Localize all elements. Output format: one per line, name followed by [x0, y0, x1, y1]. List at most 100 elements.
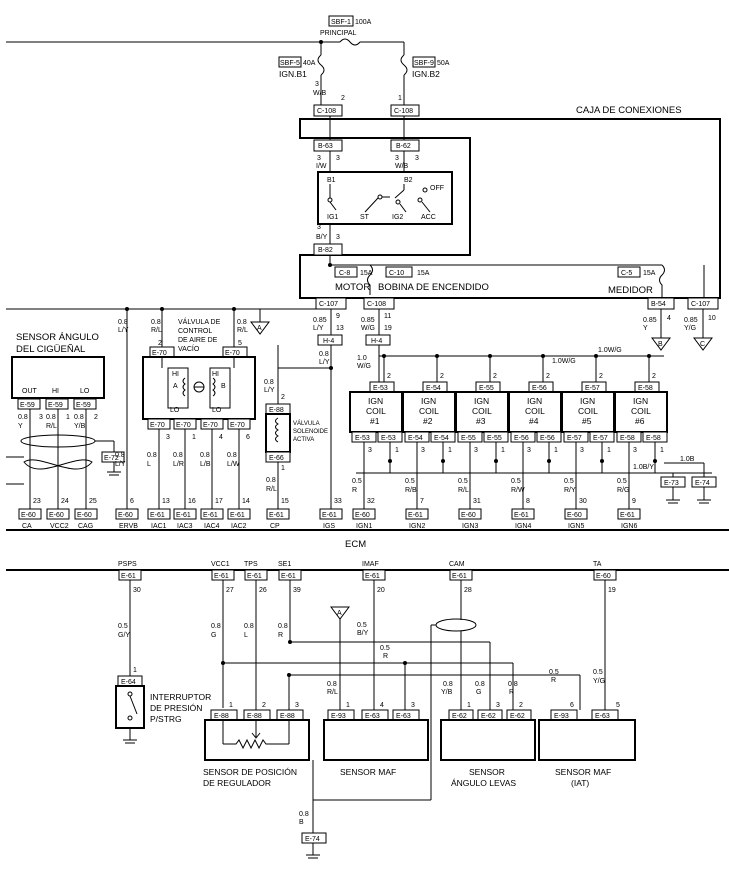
lower-wire-size: 0.8	[244, 623, 254, 630]
ecm-wire-size: 0.5	[352, 478, 362, 485]
wire-by: B/Y	[316, 234, 328, 241]
pf-motor-code: C-8	[339, 270, 350, 277]
fuse-b1-code: SBF-5	[280, 60, 300, 67]
svg-text:3: 3	[368, 447, 372, 454]
b82-label: B-82	[318, 247, 333, 254]
svg-text:3: 3	[421, 447, 425, 454]
svg-text:2: 2	[493, 373, 497, 380]
svg-text:HI: HI	[172, 371, 179, 378]
b63-label: B-63	[318, 143, 333, 150]
ecm-pin-number: 8	[526, 498, 530, 505]
coil-conn-b1: E-56	[514, 435, 529, 442]
ecm-pin-conn: E-61	[176, 512, 191, 519]
coil-conn-top: E-55	[479, 385, 494, 392]
e73-label: E-73	[664, 480, 679, 487]
c107a-label: C-107	[319, 301, 338, 308]
crank-out: OUT	[22, 388, 38, 395]
fuse-ign-b2: SBF-9 50A IGN.B2	[400, 42, 450, 105]
vac-conn-b1: E-70	[150, 422, 165, 429]
lower-wire-color: R	[278, 632, 283, 639]
ecm-wire-size: 0.8	[147, 452, 157, 459]
vac-conn-top-1: E-70	[152, 350, 167, 357]
wire-by2: 1.0B/Y	[633, 464, 654, 471]
ecm-pin-signal: IAC4	[204, 523, 220, 530]
wire-wb2: W/B	[395, 163, 409, 170]
svg-text:2: 2	[440, 373, 444, 380]
sw-off: OFF	[430, 185, 444, 192]
svg-text:0.5: 0.5	[380, 645, 390, 652]
wire-wb1: W/B	[313, 90, 327, 97]
ecm-lower-pin: 20	[377, 587, 385, 594]
lower-wire-size: 0.8	[211, 623, 221, 630]
maf-conn-3: E-63	[396, 713, 411, 720]
maf-conn-2: E-63	[365, 713, 380, 720]
fuse-b1-amp: 40A	[303, 60, 316, 67]
main-fuse-code: SBF-1	[331, 19, 351, 26]
pf-meter-code: C-5	[621, 270, 632, 277]
vac-conn-top-2: E-70	[225, 350, 240, 357]
ecm-pin-conn: E-61	[408, 512, 423, 519]
svg-text:2: 2	[94, 414, 98, 421]
crank-lo: LO	[80, 388, 90, 395]
ecm-pin-number: 16	[188, 498, 196, 505]
svg-text:1: 1	[66, 414, 70, 421]
coil-conn-b2: E-57	[593, 435, 608, 442]
svg-text:0.8: 0.8	[443, 681, 453, 688]
svg-text:LO: LO	[170, 407, 180, 414]
coil-conn-b2: E-58	[646, 435, 661, 442]
cam-t1: SENSOR	[469, 767, 505, 777]
coil-conn-b1: E-53	[355, 435, 370, 442]
pf-motor-amp: 15A	[360, 270, 373, 277]
lower-wire-color: G	[211, 632, 216, 639]
panel-fuse-row: C-8 15A MOTOR C-10 15A BOBINA DE ENCENDI…	[328, 255, 705, 298]
svg-text:2: 2	[281, 394, 285, 401]
svg-text:2: 2	[262, 702, 266, 709]
coil-number: #4	[529, 416, 539, 426]
coil-label: COIL	[525, 406, 545, 416]
ecm-lower-signal: VCC1	[211, 561, 230, 568]
lower-wire-labels: 0.5R 0.8Y/B 0.8G 0.8R	[380, 645, 518, 696]
e66-label: E-66	[269, 455, 284, 462]
svg-text:0.8: 0.8	[475, 681, 485, 688]
ecm-lower-conn: E-61	[281, 573, 296, 580]
ecm-wire-color: Y/B	[74, 423, 86, 430]
fuse-b1-name: IGN.B1	[279, 69, 307, 79]
crank-angle-sensor: SENSOR ÁNGULO DEL CIGÜEÑAL OUT HI LO E-5…	[6, 332, 125, 509]
lower-wire-color: G/Y	[118, 632, 130, 639]
svg-text:3: 3	[580, 447, 584, 454]
coil-number: #6	[635, 416, 645, 426]
sw-st: ST	[360, 214, 370, 221]
ecm-pin-signal: IGN3	[462, 523, 478, 530]
ecm-wire-size: 0.8	[46, 414, 56, 421]
ecm-wire-size: 0.5	[511, 478, 521, 485]
cam-t2: ÁNGULO LEVAS	[451, 778, 516, 788]
wire-wg4: 1.0W/G	[552, 358, 576, 365]
ecm-lower-pin: 27	[226, 587, 234, 594]
ecm-pin-signal: IGN4	[515, 523, 531, 530]
ecm-pin-number: 6	[130, 498, 134, 505]
svg-text:3: 3	[474, 447, 478, 454]
ecm-pin-number: 31	[473, 498, 481, 505]
svg-text:3: 3	[527, 447, 531, 454]
svg-text:1: 1	[554, 447, 558, 454]
ecm-label: ECM	[345, 539, 366, 550]
ecm-pin-number: 14	[242, 498, 250, 505]
